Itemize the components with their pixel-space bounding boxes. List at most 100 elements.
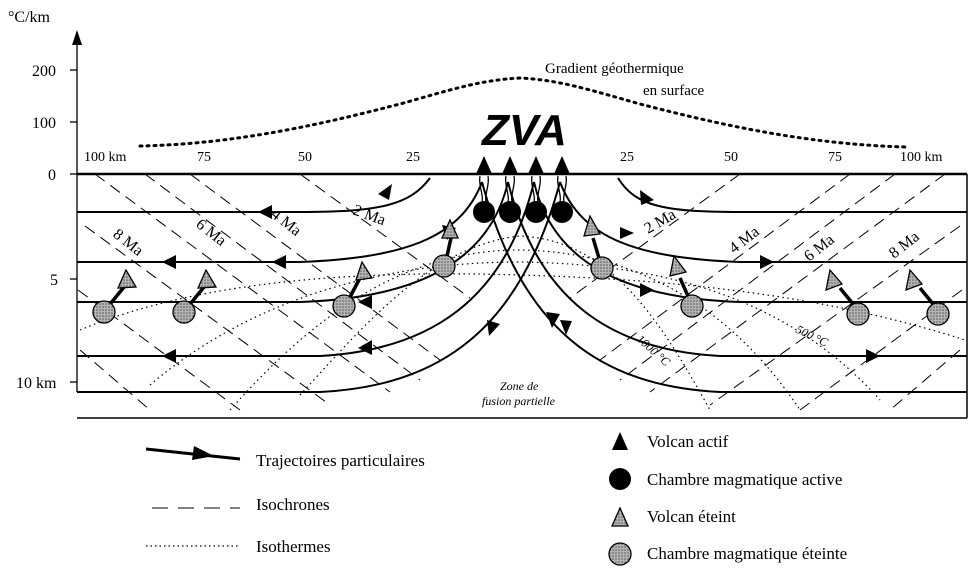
active-volcanoes [476, 156, 570, 174]
age-label-right-6: 6 Ma [801, 231, 838, 265]
legend-isothermes: Isothermes [146, 537, 331, 556]
chamber-active-icon [499, 201, 521, 223]
trajectory-arrow [560, 320, 572, 335]
legend-volcan-actif: Volcan actif [612, 432, 729, 451]
trajectory [507, 181, 967, 357]
chamber-active-icon [551, 201, 573, 223]
legend-trajectoires: Trajectoires particulaires [145, 446, 425, 470]
trajectory-arrow [162, 255, 176, 269]
trajectory-arrow [162, 349, 176, 363]
legend-chambre-eteinte-label: Chambre magmatique éteinte [647, 544, 847, 563]
isochrone-line [619, 173, 896, 381]
gradient-label-line1: Gradient géothermique [545, 61, 684, 77]
isotherms [79, 235, 966, 411]
dist-left-75: 75 [197, 150, 211, 165]
trajectory-arrow [640, 190, 654, 205]
isotherm-label-500: 500 °C [794, 322, 831, 350]
legend-chambre-eteinte: Chambre magmatique éteinte [608, 542, 847, 566]
vertical-axis: °C/km 200 100 0 5 10 km [8, 9, 82, 392]
extinct-link [591, 237, 601, 259]
legend-chambre-active-label: Chambre magmatique active [647, 470, 842, 489]
legend-isochrones-label: Isochrones [256, 495, 330, 514]
trajectory [77, 181, 483, 263]
legend-chamber-extinct-icon [608, 542, 632, 566]
volcano-active-icon [554, 156, 570, 174]
age-label-left-8: 8 Ma [110, 226, 147, 260]
isotherm-outer [79, 273, 966, 341]
dist-right-75: 75 [828, 150, 842, 165]
isochrone-line [889, 349, 961, 411]
volcano-extinct-icon [196, 268, 218, 289]
trajectory [481, 181, 967, 393]
trajectory-arrow [358, 295, 372, 309]
active-chambers [473, 201, 573, 223]
isochrone-line [144, 173, 421, 381]
age-label-left-6: 6 Ma [193, 216, 230, 250]
trajectory [77, 181, 535, 357]
feeder-line [510, 175, 516, 203]
dist-right-25: 25 [620, 150, 634, 165]
extinct-pairs [92, 214, 950, 326]
gradient-label-line2: en surface [643, 83, 705, 99]
isochrone-line [709, 225, 961, 406]
legend-volcan-eteint: Volcan éteint [610, 506, 736, 527]
volcano-active-icon [528, 156, 544, 174]
dist-left-25: 25 [406, 150, 420, 165]
chamber-extinct-icon [846, 302, 870, 326]
tick-label-0: 0 [48, 167, 56, 184]
geothermal-gradient-curve [138, 76, 907, 149]
dist-left-50: 50 [298, 150, 312, 165]
trajectory-arrow [487, 320, 500, 336]
chamber-extinct-icon [332, 294, 356, 318]
zva-label: ZVA [480, 106, 567, 155]
legend: Trajectoires particulaires Isochrones Is… [145, 432, 847, 566]
chamber-active-icon [525, 201, 547, 223]
trajectory-arrow [272, 255, 286, 269]
trajectory-arrow [620, 227, 634, 239]
dist-left-100: 100 km [84, 150, 127, 165]
feeder-line [530, 175, 536, 203]
legend-isothermes-label: Isothermes [256, 537, 331, 556]
zone-fusion-line2: fusion partielle [482, 394, 556, 408]
isochrone-line [599, 173, 851, 361]
feeder-line [484, 175, 490, 203]
volcano-active-icon [476, 156, 492, 174]
isotherm-mid [229, 249, 801, 411]
trajectory-arrow [546, 312, 560, 328]
extinct-link [348, 277, 362, 298]
feeder-line [504, 175, 510, 203]
legend-volcan-eteint-label: Volcan éteint [647, 507, 736, 526]
isotherm-1000 [299, 235, 711, 411]
legend-volcano-extinct-icon [610, 506, 630, 527]
isochrone-line [84, 225, 331, 406]
age-label-right-8: 8 Ma [886, 228, 923, 262]
trajectory-arrow [760, 255, 774, 269]
age-label-right-4: 4 Ma [726, 223, 763, 257]
volcano-active-icon [502, 156, 518, 174]
trajectory-arrow [378, 184, 392, 200]
trajectory-arrow [866, 349, 880, 363]
volcano-extinct-icon [116, 268, 138, 289]
volcano-extinct-icon [825, 268, 844, 292]
extinct-link [445, 237, 453, 257]
chamber-active-icon [473, 201, 495, 223]
legend-volcan-actif-label: Volcan actif [647, 432, 729, 451]
tick-label-100: 100 [32, 115, 56, 132]
legend-isochrones: Isochrones [152, 495, 330, 514]
chamber-extinct-icon [590, 256, 614, 280]
trajectory [617, 177, 967, 213]
legend-volcano-active-icon [612, 432, 628, 450]
volcano-extinct-icon [905, 268, 924, 292]
feeder-line [562, 175, 568, 203]
active-feeders [478, 175, 568, 203]
extinct-link [678, 277, 690, 297]
trajectory-arrow [258, 205, 272, 219]
isochrone-line [189, 173, 441, 361]
trajectory-arrow [358, 340, 372, 355]
chamber-extinct-icon [172, 300, 196, 324]
dist-right-50: 50 [724, 150, 738, 165]
feeder-line [478, 175, 484, 203]
legend-trajectoires-label: Trajectoires particulaires [256, 451, 425, 470]
tick-label-200: 200 [32, 63, 56, 80]
